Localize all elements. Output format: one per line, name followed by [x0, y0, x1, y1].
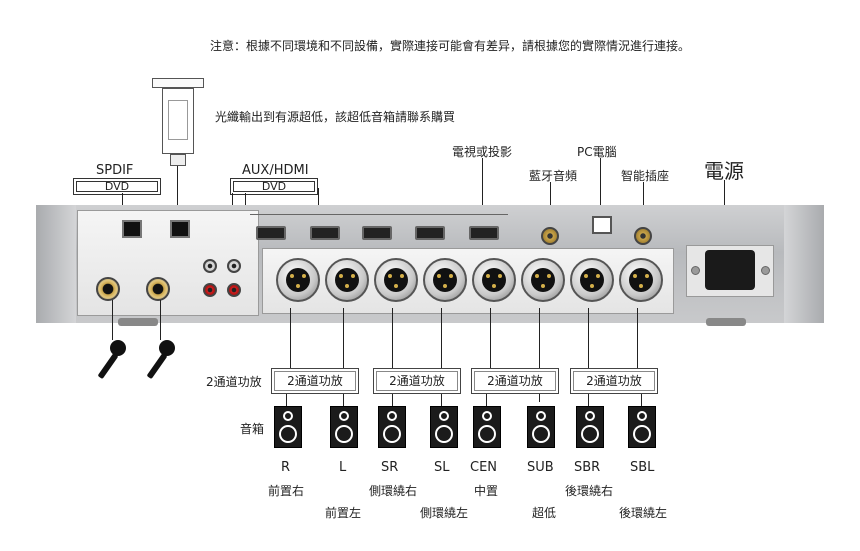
- channel-name-rear-right: 後環繞右: [565, 484, 614, 498]
- amp-row-label: 2通道功放: [206, 375, 262, 389]
- speaker-icon: [473, 406, 501, 448]
- spdif-in-port: [122, 220, 142, 238]
- optical-cable-icon: [152, 78, 204, 166]
- channel-name-center: 中置: [474, 484, 499, 498]
- spdif-label: SPDIF: [96, 163, 134, 178]
- power-label: 電源: [704, 159, 744, 183]
- channel-name-side-left: 側環繞左: [420, 506, 469, 520]
- xlr-outputs: [268, 255, 668, 305]
- mic1-jack: [96, 277, 120, 301]
- channel-name-sub: 超低: [532, 506, 557, 520]
- power-socket-icon: [686, 245, 774, 297]
- amplifier-box: 2通道功放: [471, 368, 559, 394]
- xlr-output-icon: [423, 258, 467, 302]
- microphone-icon: [96, 338, 126, 380]
- amplifier-box: 2通道功放: [570, 368, 658, 394]
- speaker-icon: [274, 406, 302, 448]
- pc-label: PC電腦: [577, 145, 617, 159]
- bluetooth-antenna-port: [541, 227, 559, 245]
- aux-dvd-box: DVD: [230, 178, 318, 195]
- xlr-output-icon: [276, 258, 320, 302]
- optical-note: 光纖輸出到有源超低，該超低音箱請聯系購買: [215, 110, 456, 124]
- channel-code-sl: SL: [434, 460, 450, 475]
- channel-name-front-left: 前置左: [325, 506, 362, 520]
- aux-hdmi-label: AUX/HDMI: [242, 163, 309, 178]
- spdif-dvd-box: DVD: [73, 178, 161, 195]
- amplifier-label: 2通道功放: [474, 371, 556, 391]
- channel-code-sub: SUB: [527, 460, 554, 475]
- spdif-out-port: [170, 220, 190, 238]
- channel-name-front-right: 前置右: [268, 484, 305, 498]
- smart-socket-port: [634, 227, 652, 245]
- speaker-icon: [628, 406, 656, 448]
- channel-code-sbl: SBL: [630, 460, 655, 475]
- channel-code-r: R: [281, 460, 291, 475]
- hdmi-port-icon: [310, 226, 340, 240]
- usb-b-port: [592, 216, 612, 234]
- speaker-icon: [330, 406, 358, 448]
- speaker-icon: [576, 406, 604, 448]
- hdmi-port-icon: [256, 226, 286, 240]
- input-panel: [77, 210, 259, 316]
- amplifier-box: 2通道功放: [271, 368, 359, 394]
- speaker-row-label: 音箱: [240, 422, 265, 436]
- hdmi-port-icon: [362, 226, 392, 240]
- hdmi-port-icon: [415, 226, 445, 240]
- xlr-output-icon: [325, 258, 369, 302]
- amplifier-label: 2通道功放: [274, 371, 356, 391]
- microphone-icon: [145, 338, 175, 380]
- channel-name-side-right: 側環繞右: [369, 484, 418, 498]
- xlr-output-icon: [521, 258, 565, 302]
- amplifier-label: 2通道功放: [573, 371, 655, 391]
- mic2-jack: [146, 277, 170, 301]
- smart-socket-label: 智能插座: [621, 169, 670, 183]
- channel-code-cen: CEN: [470, 460, 498, 475]
- amplifier-box: 2通道功放: [373, 368, 461, 394]
- notice-text: 注意：根據不同環境和不同設備，實際連接可能會有差异，請根據您的實際情況進行連接。: [210, 39, 691, 53]
- bluetooth-label: 藍牙音頻: [529, 169, 578, 183]
- speaker-icon: [430, 406, 458, 448]
- channel-code-sbr: SBR: [574, 460, 601, 475]
- hdmi-out-port: [469, 226, 499, 240]
- speaker-icon: [527, 406, 555, 448]
- channel-code-l: L: [339, 460, 347, 475]
- xlr-output-icon: [619, 258, 663, 302]
- tv-projector-label: 電視或投影: [452, 145, 513, 159]
- xlr-output-icon: [570, 258, 614, 302]
- aux-dvd-label: DVD: [233, 181, 315, 192]
- xlr-output-icon: [374, 258, 418, 302]
- channel-name-rear-left: 後環繞左: [619, 506, 668, 520]
- speaker-icon: [378, 406, 406, 448]
- xlr-output-icon: [472, 258, 516, 302]
- channel-code-sr: SR: [381, 460, 399, 475]
- spdif-dvd-label: DVD: [76, 181, 158, 192]
- amplifier-label: 2通道功放: [376, 371, 458, 391]
